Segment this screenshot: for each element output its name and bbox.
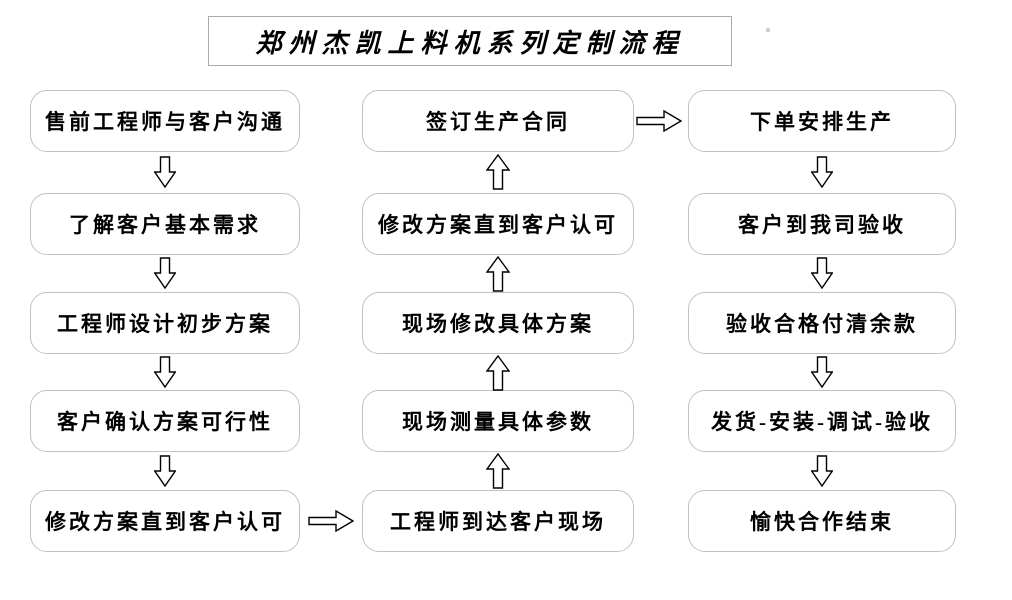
step-sign-contract: 签订生产合同 (362, 90, 634, 152)
up-arrow-icon (486, 256, 510, 292)
right-arrow-icon (636, 110, 682, 132)
up-arrow-icon (486, 154, 510, 190)
diagram-title: 郑州杰凯上料机系列定制流程 (208, 16, 732, 66)
step-place-production-order: 下单安排生产 (688, 90, 956, 152)
step-initial-design: 工程师设计初步方案 (30, 292, 300, 354)
up-arrow-icon (486, 453, 510, 489)
step-pay-balance: 验收合格付清余款 (688, 292, 956, 354)
step-confirm-feasibility: 客户确认方案可行性 (30, 390, 300, 452)
down-arrow-icon (811, 257, 833, 289)
down-arrow-icon (811, 156, 833, 188)
step-understand-needs: 了解客户基本需求 (30, 193, 300, 255)
down-arrow-icon (154, 455, 176, 487)
step-customer-acceptance-visit: 客户到我司验收 (688, 193, 956, 255)
down-arrow-icon (154, 257, 176, 289)
step-ship-install-debug-accept: 发货-安装-调试-验收 (688, 390, 956, 452)
up-arrow-icon (486, 355, 510, 391)
step-onsite-modify-plan: 现场修改具体方案 (362, 292, 634, 354)
step-revise-until-approved-1: 修改方案直到客户认可 (30, 490, 300, 552)
step-onsite-measure-params: 现场测量具体参数 (362, 390, 634, 452)
artifact-dot (766, 28, 770, 32)
down-arrow-icon (154, 156, 176, 188)
down-arrow-icon (811, 356, 833, 388)
step-presale-communication: 售前工程师与客户沟通 (30, 90, 300, 152)
step-revise-until-approved-2: 修改方案直到客户认可 (362, 193, 634, 255)
step-engineer-arrives-onsite: 工程师到达客户现场 (362, 490, 634, 552)
right-arrow-icon (308, 510, 354, 532)
down-arrow-icon (811, 455, 833, 487)
down-arrow-icon (154, 356, 176, 388)
step-cooperation-end: 愉快合作结束 (688, 490, 956, 552)
